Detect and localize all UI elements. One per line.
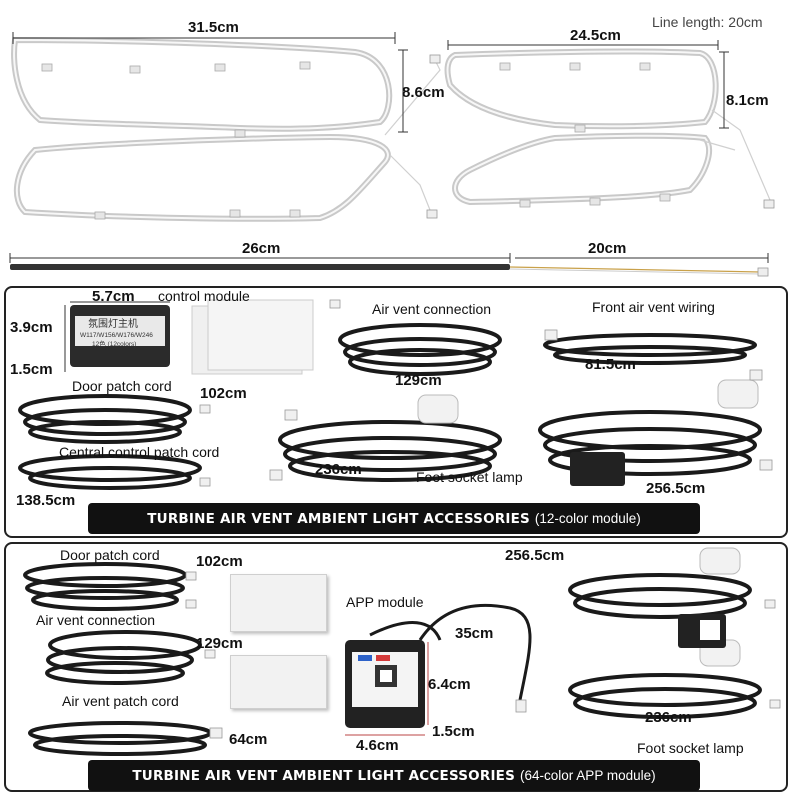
lamp-cable-length: 256.5cm — [646, 480, 706, 497]
door-patch-label: Door patch cord — [72, 378, 172, 394]
banner-12-title: TURBINE AIR VENT AMBIENT LIGHT ACCESSORI… — [147, 510, 530, 527]
module-print-2: W117/W156/W176/W246 — [80, 332, 153, 339]
foot-lamp-length-64: 236cm — [645, 709, 692, 726]
banner-64-title: TURBINE AIR VENT AMBIENT LIGHT ACCESSORI… — [132, 767, 516, 784]
air-vent-patch-label: Air vent patch cord — [62, 693, 179, 709]
light-strip-illustration — [9, 32, 775, 277]
dim-bar-long: 26cm — [242, 240, 281, 257]
module-depth: 1.5cm — [10, 361, 53, 378]
central-control-label: Central control patch cord — [59, 444, 220, 460]
banner-64-color: TURBINE AIR VENT AMBIENT LIGHT ACCESSORI… — [88, 760, 700, 791]
adhesive-pad-top — [230, 574, 327, 632]
dim-strip-left-height: 8.6cm — [402, 84, 445, 101]
module-height: 3.9cm — [10, 319, 53, 336]
long-light-bar — [10, 264, 510, 270]
light-strip-left-upper — [11, 36, 393, 132]
module-print-3: 12色 (12colors) — [92, 341, 137, 348]
air-vent-length-64: 129cm — [196, 635, 243, 652]
air-vent-label: Air vent connection — [372, 301, 492, 317]
foot-lamp-label-64: Foot socket lamp — [637, 740, 744, 756]
app-module-depth: 1.5cm — [432, 723, 475, 740]
dim-strip-left-width: 31.5cm — [188, 19, 239, 36]
app-module-height: 6.4cm — [428, 676, 471, 693]
banner-64-subtitle: (64-color APP module) — [520, 768, 656, 783]
central-control-length: 138.5cm — [16, 492, 76, 509]
foot-lamp-length: 236cm — [315, 461, 362, 478]
light-strip-left-lower — [13, 133, 391, 222]
line-length-note: Line length: 20cm — [652, 14, 763, 30]
door-patch-length-64: 102cm — [196, 553, 243, 570]
door-patch-label-64: Door patch cord — [60, 547, 160, 563]
air-vent-patch-length: 64cm — [229, 731, 268, 748]
app-cable-length: 35cm — [455, 625, 494, 642]
dim-strip-right-height: 8.1cm — [726, 92, 769, 109]
module-print-1: 氛围灯主机 — [88, 319, 138, 330]
lamp-cable-length-64: 256.5cm — [505, 547, 565, 564]
front-vent-label: Front air vent wiring — [592, 299, 715, 315]
app-module-label: APP module — [346, 594, 424, 610]
dim-bar-short: 20cm — [588, 240, 627, 257]
module-label: control module — [158, 288, 250, 304]
light-strip-right-upper — [444, 48, 719, 130]
dim-strip-right-width: 24.5cm — [570, 27, 621, 44]
front-vent-length: 81.5cm — [585, 356, 636, 373]
banner-12-color: TURBINE AIR VENT AMBIENT LIGHT ACCESSORI… — [88, 503, 700, 534]
air-vent-length: 129cm — [395, 372, 442, 389]
foot-lamp-label: Foot socket lamp — [416, 469, 523, 485]
banner-12-subtitle: (12-color module) — [534, 511, 641, 526]
module-width: 5.7cm — [92, 288, 135, 305]
app-module-width: 4.6cm — [356, 737, 399, 754]
air-vent-label-64: Air vent connection — [36, 612, 156, 628]
door-patch-length: 102cm — [200, 385, 247, 402]
adhesive-pad-bottom — [230, 655, 327, 709]
